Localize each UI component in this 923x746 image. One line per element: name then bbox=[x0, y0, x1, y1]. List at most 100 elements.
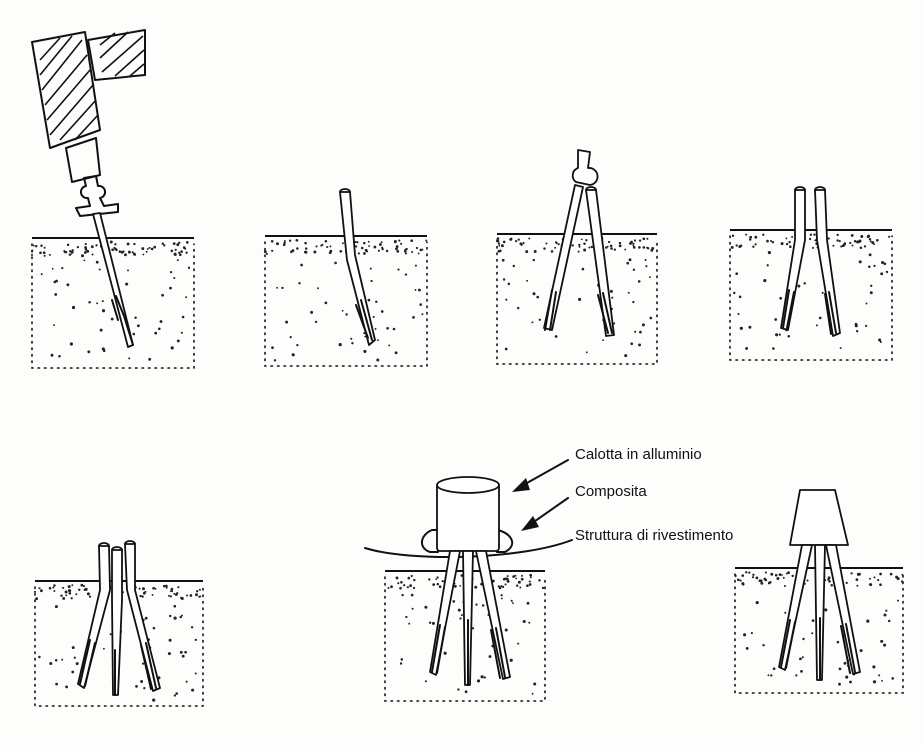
soil-dot bbox=[528, 237, 531, 240]
soil-dot bbox=[650, 249, 654, 252]
soil-dot bbox=[879, 572, 882, 576]
label-structure: Struttura di rivestimento bbox=[575, 527, 733, 544]
soil-dot bbox=[180, 597, 184, 600]
soil-dot bbox=[791, 574, 794, 578]
soil-dot bbox=[109, 633, 112, 636]
soil-dot bbox=[767, 251, 771, 255]
soil-dot bbox=[70, 597, 73, 600]
soil-dot bbox=[71, 249, 74, 252]
soil-dot bbox=[795, 674, 798, 677]
soil-dot bbox=[529, 576, 532, 579]
soil-dot bbox=[376, 358, 380, 362]
soil-dot bbox=[471, 627, 475, 630]
soil-dot bbox=[52, 586, 55, 589]
ground-blocks bbox=[30, 229, 904, 707]
soil-dot bbox=[98, 268, 101, 271]
soil-dot bbox=[75, 593, 78, 596]
soil-dot bbox=[752, 245, 755, 248]
soil-dot bbox=[583, 242, 586, 245]
soil-dot bbox=[170, 587, 174, 591]
soil-dot bbox=[528, 583, 532, 586]
soil-dot bbox=[515, 584, 519, 587]
soil-dot bbox=[557, 243, 560, 246]
soil-dot bbox=[178, 241, 181, 244]
soil-dot bbox=[845, 581, 848, 585]
step-3-ground bbox=[496, 233, 658, 365]
soil-dot bbox=[62, 586, 65, 589]
soil-dot bbox=[748, 571, 751, 574]
soil-dot bbox=[176, 592, 179, 595]
soil-dot bbox=[178, 253, 182, 257]
soil-dot bbox=[866, 619, 870, 623]
soil-dot bbox=[360, 246, 364, 250]
soil-dot bbox=[618, 244, 622, 248]
soil-dot bbox=[300, 263, 303, 267]
soil-dot bbox=[512, 575, 515, 578]
soil-dot bbox=[38, 655, 41, 659]
soil-dot bbox=[526, 584, 529, 588]
soil-dot bbox=[460, 614, 463, 617]
soil-dot bbox=[71, 670, 75, 674]
soil-dot bbox=[32, 244, 35, 247]
soil-dot bbox=[372, 315, 375, 319]
soil-dot bbox=[134, 316, 137, 320]
soil-dot bbox=[590, 245, 594, 249]
soil-dot bbox=[273, 359, 277, 362]
soil-dot bbox=[304, 250, 308, 254]
soil-dot bbox=[95, 260, 99, 264]
soil-dot bbox=[71, 646, 75, 650]
soil-dot bbox=[528, 580, 531, 583]
soil-dot bbox=[378, 243, 382, 246]
soil-dot bbox=[869, 577, 871, 580]
soil-dot bbox=[511, 602, 514, 604]
soil-dot bbox=[404, 248, 407, 251]
step-7-final-anchor bbox=[778, 489, 861, 681]
soil-dot bbox=[522, 242, 525, 245]
soil-dot bbox=[538, 318, 541, 321]
soil-dot bbox=[70, 250, 74, 254]
soil-dot bbox=[374, 327, 377, 330]
soil-dot bbox=[83, 259, 86, 262]
soil-dot bbox=[808, 237, 812, 241]
soil-dot bbox=[304, 247, 308, 250]
soil-dot bbox=[345, 313, 348, 316]
soil-dot bbox=[883, 613, 887, 617]
soil-dot bbox=[850, 234, 854, 237]
soil-dot bbox=[417, 252, 420, 255]
soil-dot bbox=[888, 235, 891, 238]
soil-dot bbox=[406, 586, 409, 589]
soil-dot bbox=[413, 578, 416, 582]
soil-dot bbox=[395, 247, 398, 251]
soil-dot bbox=[501, 258, 505, 262]
soil-dot bbox=[887, 619, 891, 623]
soil-dot bbox=[512, 264, 515, 268]
soil-dot bbox=[111, 248, 114, 252]
soil-dot bbox=[498, 244, 501, 247]
soil-dot bbox=[328, 251, 332, 255]
soil-dot bbox=[354, 240, 357, 244]
soil-dot bbox=[770, 239, 773, 243]
soil-dot bbox=[737, 312, 740, 316]
soil-dot bbox=[356, 241, 359, 244]
soil-dot bbox=[76, 245, 80, 249]
soil-dot bbox=[517, 581, 520, 584]
soil-dot bbox=[859, 246, 863, 250]
soil-dot bbox=[271, 249, 274, 252]
soil-dot bbox=[151, 593, 154, 596]
soil-dot bbox=[153, 245, 157, 249]
soil-dot bbox=[533, 682, 537, 686]
soil-dot bbox=[30, 253, 34, 256]
soil-dot bbox=[775, 333, 779, 337]
soil-dot bbox=[417, 288, 421, 292]
soil-dot bbox=[632, 242, 635, 245]
soil-dot bbox=[613, 248, 617, 251]
soil-dot bbox=[459, 617, 462, 620]
soil-dot bbox=[843, 661, 847, 665]
soil-dot bbox=[154, 587, 157, 590]
soil-dot bbox=[410, 593, 414, 597]
soil-dot bbox=[39, 251, 42, 255]
soil-dot bbox=[40, 273, 43, 276]
soil-dot bbox=[386, 326, 389, 330]
soil-dot bbox=[283, 241, 286, 244]
